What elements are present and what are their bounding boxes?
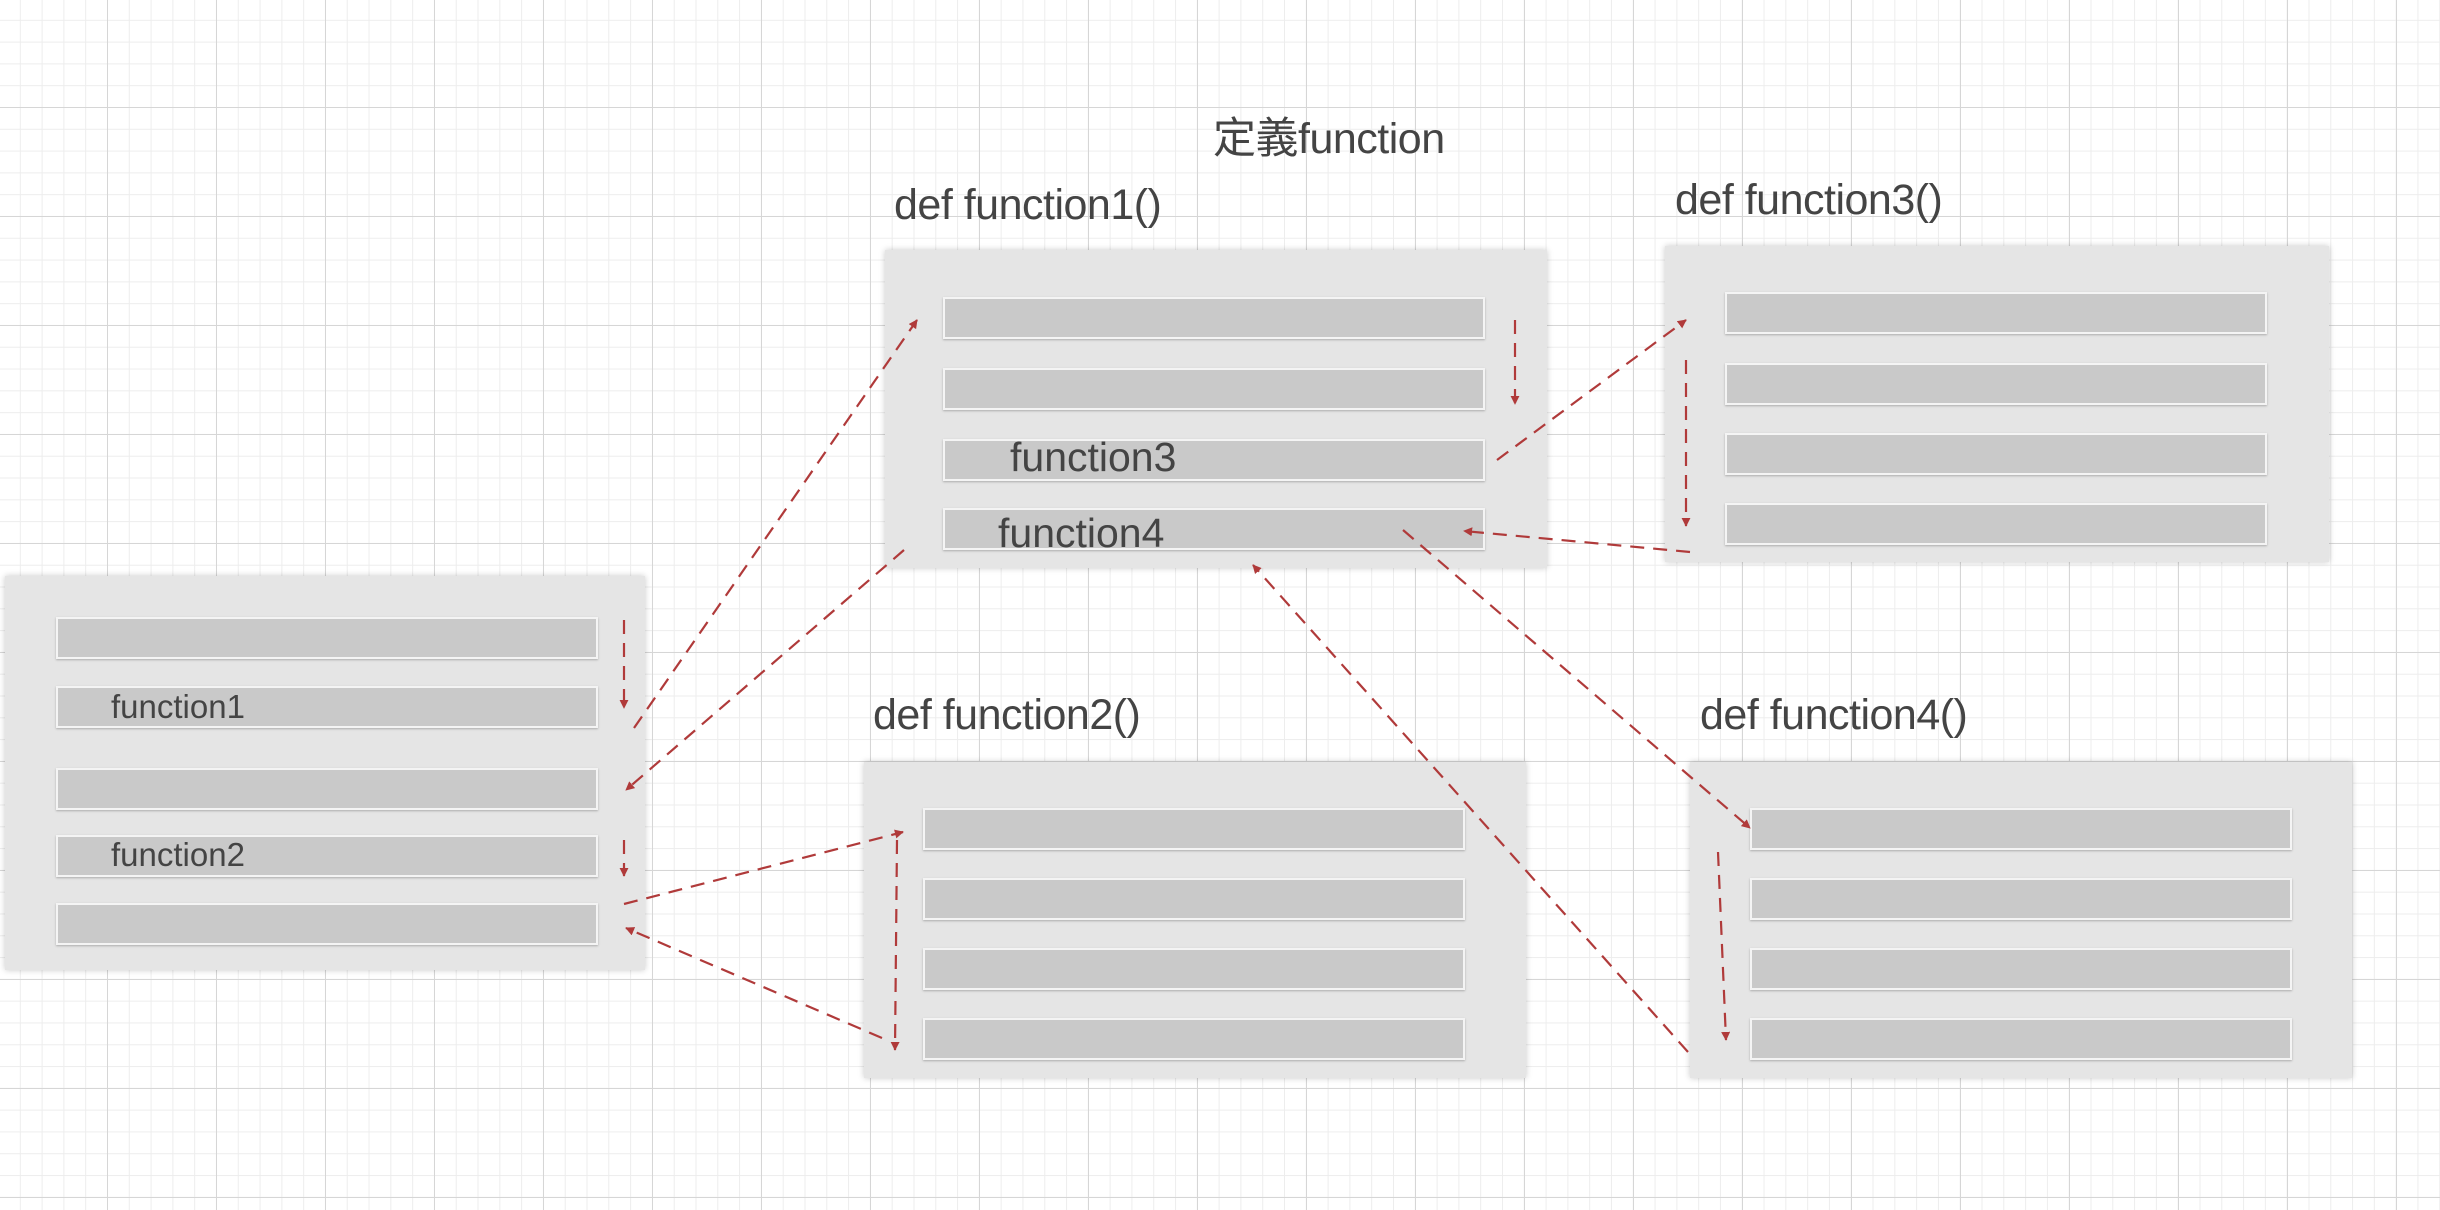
main-call-function2-label: function2 [111, 836, 245, 873]
function4-block-title: def function4() [1700, 691, 1968, 739]
function2-block-bar [923, 808, 1465, 850]
main-block-bar [56, 835, 598, 877]
function1-block-bar [943, 439, 1485, 481]
function1-block-bar [943, 368, 1485, 410]
return-from-function1-arrow [625, 549, 905, 791]
function4-block-bar [1750, 948, 2292, 990]
function4-block-bar [1750, 808, 2292, 850]
function1-call-function3-label: function3 [1010, 434, 1177, 480]
function1-block-bar [943, 297, 1485, 339]
main-call-function1-label: function1 [111, 688, 245, 725]
function3-block-bar [1725, 503, 2267, 545]
function2-block-bar [923, 948, 1465, 990]
function4-block-bar [1750, 1018, 2292, 1060]
function3-block-bar [1725, 433, 2267, 475]
function2-block-title: def function2() [873, 691, 1141, 739]
function1-block-title: def function1() [894, 181, 1162, 229]
main-block-bar [56, 768, 598, 810]
call-function1-arrow [633, 319, 918, 729]
function4-block-bar [1750, 878, 2292, 920]
main-block-bar [56, 686, 598, 728]
main-block-bar [56, 617, 598, 659]
function3-block-title: def function3() [1675, 176, 1943, 224]
function3-block-bar [1725, 363, 2267, 405]
function3-block-bar [1725, 292, 2267, 334]
call-function2-arrow [623, 829, 904, 906]
diagram-heading: 定義function [1213, 115, 1445, 163]
function1-call-function4-label: function4 [998, 510, 1165, 556]
function2-block-bar [923, 1018, 1465, 1060]
main-block-bar [56, 903, 598, 945]
return-from-function2-arrow [625, 926, 883, 1040]
function2-block-bar [923, 878, 1465, 920]
function1-block-bar [943, 508, 1485, 550]
